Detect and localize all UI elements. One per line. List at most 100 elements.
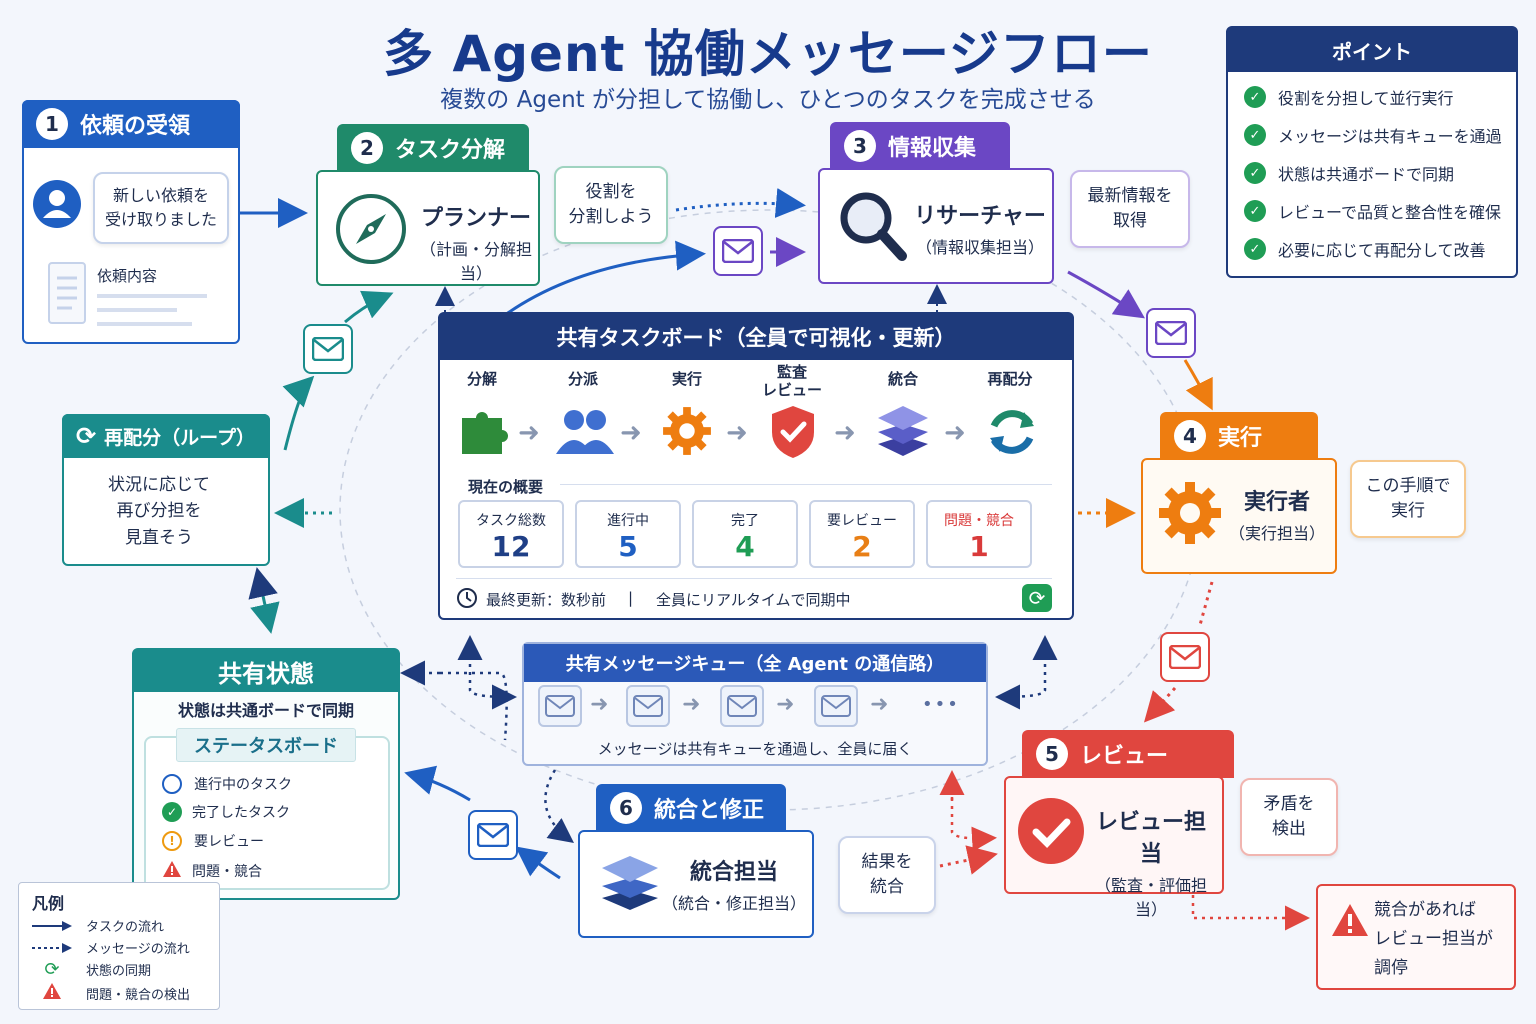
layers-icon (876, 404, 930, 458)
point-item: ✓レビューで品質と整合性を確保 (1244, 199, 1501, 223)
layers-icon (598, 852, 662, 916)
gear-icon (1155, 478, 1225, 548)
arrow-right-icon: ➜ (682, 692, 701, 717)
board-step-label: 分派 (567, 370, 598, 388)
mail-icon (303, 324, 353, 374)
arrow-right-icon: ➜ (590, 692, 609, 717)
mail-icon (814, 685, 858, 727)
mail-icon (1146, 308, 1196, 358)
board-step-label: 統合 (887, 370, 918, 388)
step4-card: 実行者 （実行担当） (1141, 458, 1337, 574)
board-step-label: 監査 レビュー (761, 363, 822, 399)
shared-state-subtitle: 状態は共通ボードで同期 (177, 701, 354, 720)
last-updated: 最終更新：数秒前 (486, 591, 607, 609)
user-avatar-icon (33, 180, 81, 228)
step3-card: リサーチャー （情報収集担当） (818, 168, 1054, 284)
mail-icon (538, 685, 582, 727)
text-line (97, 308, 177, 312)
gear-icon (660, 404, 714, 458)
refresh-icon (984, 404, 1040, 460)
solid-arrow-icon (32, 920, 72, 931)
check-circle-icon (1018, 798, 1084, 864)
check-icon: ✓ (1244, 124, 1266, 146)
board-step-label: 分解 (466, 370, 497, 388)
mail-icon (720, 685, 764, 727)
arrow-right-icon: ➜ (518, 418, 540, 448)
clock-icon (456, 587, 478, 609)
mail-icon (1160, 632, 1210, 682)
puzzle-icon (458, 404, 512, 458)
sync-status: 全員にリアルタイムで同期中 (656, 591, 851, 609)
text-line (97, 294, 207, 298)
legend-title: 凡例 (32, 894, 65, 913)
arrow-right-icon: ➜ (944, 418, 966, 448)
arrow-right-icon: ➜ (620, 418, 642, 448)
role-sub: （計画・分解担当） (419, 240, 532, 283)
step5-card: レビュー担当 （監査・評価担当） (1004, 776, 1224, 919)
page-title: 多 Agent 協働メッセージフロー (383, 25, 1153, 83)
status-item: 進行中のタスク (162, 774, 292, 794)
step2-bubble: 役割を 分割しよう (554, 166, 668, 244)
shared-state-title: 共有状態 (134, 650, 398, 692)
shield-check-icon (768, 404, 818, 460)
points-panel: ポイント (1226, 26, 1518, 278)
step4-bubble: この手順で 実行 (1350, 460, 1466, 538)
arrow-right-icon: ➜ (870, 692, 889, 717)
loop-body: 状況に応じて 再び分担を 見直そう (108, 475, 210, 548)
mail-icon (468, 810, 518, 860)
role-name: リサーチャー (914, 204, 1046, 229)
points-header: ポイント (1228, 28, 1516, 72)
point-item: ✓状態は共通ボードで同期 (1244, 161, 1454, 185)
check-icon: ✓ (1244, 162, 1266, 184)
overview-label: 現在の概要 (468, 478, 544, 496)
alert-circle-icon: ! (162, 831, 182, 851)
legend-item: 問題・競合の検出 (32, 982, 190, 1004)
check-icon: ✓ (1244, 200, 1266, 222)
compass-icon (334, 192, 408, 266)
text-line (97, 322, 192, 326)
task-board: 共有タスクボード（全員で可視化・更新） (438, 312, 1074, 620)
conflict-alert-text: 競合があれば レビュー担当が 調停 (1374, 900, 1493, 978)
arrow-right-icon: ➜ (776, 692, 795, 717)
request-content-label: 依頼内容 (97, 267, 158, 285)
divider (456, 578, 1052, 579)
point-item: ✓役割を分担して並行実行 (1244, 85, 1454, 109)
circle-outline-icon (162, 774, 182, 794)
legend-item: ⟳状態の同期 (32, 959, 151, 980)
status-board-title: ステータスボード (176, 728, 356, 762)
magnifier-icon (836, 188, 910, 268)
step3-bubble: 最新情報を 取得 (1070, 170, 1190, 248)
board-step-label: 再配分 (987, 370, 1033, 388)
document-icon (48, 262, 86, 324)
loop-tab: ⟳再配分（ループ） (62, 414, 270, 458)
check-icon: ✓ (1244, 238, 1266, 260)
legend-item: タスクの流れ (32, 916, 164, 935)
role-name: プランナー (420, 206, 531, 231)
arrow-right-icon: ➜ (726, 418, 748, 448)
sync-button[interactable]: ⟳ (1022, 584, 1052, 612)
check-icon: ✓ (1244, 86, 1266, 108)
queue-note: メッセージは共有キューを通過し、全員に届く (597, 740, 913, 758)
status-item: ✓完了したタスク (162, 802, 290, 822)
check-circle-icon: ✓ (162, 802, 182, 822)
mail-icon (713, 226, 763, 276)
step2-card: プランナー （計画・分解担当） (316, 170, 540, 286)
role-sub: （情報収集担当） (915, 238, 1044, 257)
status-item: 問題・競合 (162, 860, 262, 882)
mail-icon (626, 685, 670, 727)
arrow-right-icon: ➜ (834, 418, 856, 448)
step5-bubble: 矛盾を 検出 (1240, 778, 1338, 856)
role-sub: （実行担当） (1228, 524, 1325, 543)
warning-icon (1330, 902, 1370, 938)
footer-separator: | (628, 589, 634, 607)
task-board-title: 共有タスクボード（全員で可視化・更新） (440, 314, 1072, 360)
